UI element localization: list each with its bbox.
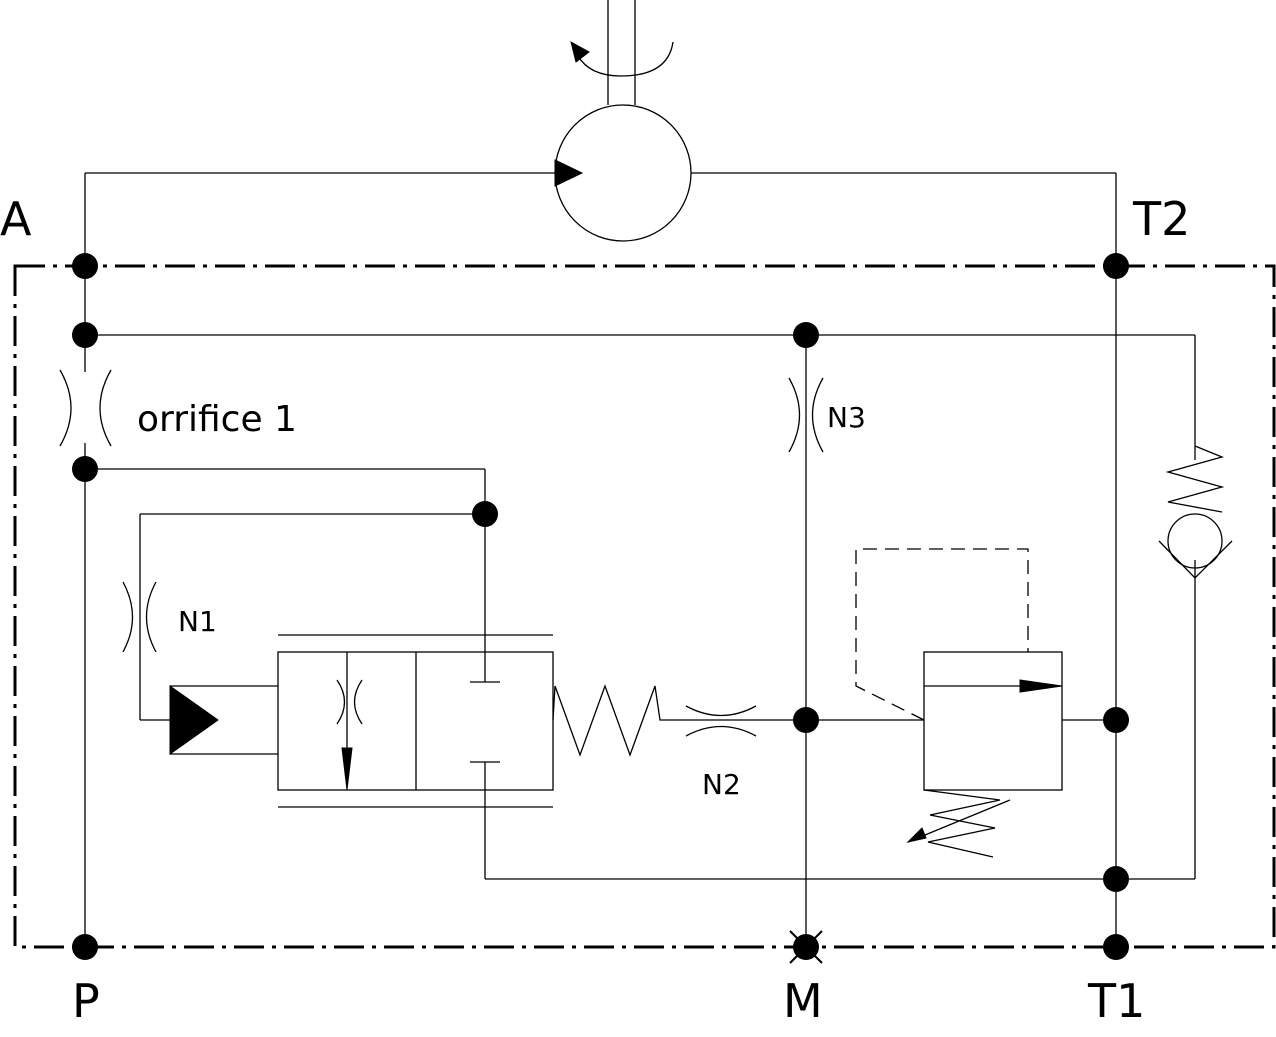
port-label-a: A xyxy=(0,192,32,246)
port-m-plug-icon xyxy=(789,930,823,964)
port-label-p: P xyxy=(72,974,100,1028)
directional-valve-icon xyxy=(169,634,806,808)
line-t2-t1 xyxy=(691,172,1117,947)
manifold-boundary xyxy=(13,264,1276,949)
orifice-1-icon xyxy=(59,369,112,447)
spring-check-valve-icon xyxy=(1158,445,1233,579)
port-label-t1: T1 xyxy=(1087,974,1145,1028)
hydraulic-motor-icon xyxy=(554,0,692,242)
label-n2: N2 xyxy=(702,768,741,801)
port-label-m: M xyxy=(783,974,823,1028)
rotation-arrow-icon xyxy=(570,41,674,77)
label-n1: N1 xyxy=(178,605,217,638)
label-orifice-1: orrifice 1 xyxy=(137,399,297,440)
orifice-n2-icon xyxy=(685,705,757,737)
line-pilot xyxy=(85,468,486,879)
orifice-n1-icon xyxy=(122,581,157,653)
port-label-t2: T2 xyxy=(1132,192,1190,246)
label-n3: N3 xyxy=(827,401,866,434)
relief-valve-icon xyxy=(806,548,1116,858)
junctions xyxy=(72,253,1129,960)
line-top-bypass xyxy=(85,334,1196,880)
orifice-n3-icon xyxy=(788,377,824,453)
